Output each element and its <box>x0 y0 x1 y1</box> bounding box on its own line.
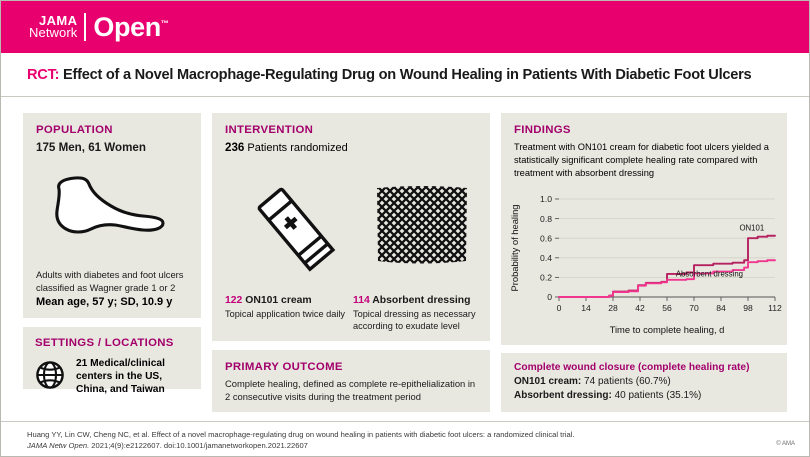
primary-outcome-panel: PRIMARY OUTCOME Complete healing, define… <box>212 350 490 412</box>
logo-jama-text: JAMA <box>38 13 78 29</box>
population-counts: 175 Men, 61 Women <box>36 141 146 154</box>
findings-panel: FINDINGS Treatment with ON101 cream for … <box>501 113 787 345</box>
page-title: RCT: Effect of a Novel Macrophage-Regula… <box>27 66 752 83</box>
logo-divider <box>84 13 87 41</box>
results-panel: Complete wound closure (complete healing… <box>501 353 787 412</box>
arm-name: Absorbent dressing <box>372 294 471 306</box>
svg-text:0: 0 <box>547 292 552 302</box>
settings-locations-panel: SETTINGS / LOCATIONS 21 Medical/clinical… <box>23 327 201 395</box>
settings-heading: SETTINGS / LOCATIONS <box>35 337 174 349</box>
arm-name: ON101 cream <box>245 294 312 306</box>
brand-header: JAMA Network Open™ <box>1 1 809 53</box>
findings-header-block: FINDINGS Treatment with ON101 cream for … <box>501 113 787 180</box>
population-description: Adults with diabetes and foot ulcers cla… <box>36 269 184 293</box>
population-header-block: POPULATION 175 Men, 61 Women <box>23 113 201 154</box>
randomized-count: 236 <box>225 141 245 154</box>
population-panel: POPULATION 175 Men, 61 Women Adults with… <box>23 113 201 318</box>
population-details: Adults with diabetes and foot ulcers cla… <box>36 269 201 308</box>
arm-count: 114 <box>353 294 370 306</box>
intervention-arm: 114 Absorbent dressing Topical dressing … <box>353 295 481 332</box>
jama-network-open-logo: JAMA Network Open™ <box>29 11 169 42</box>
citation-line-1: Huang YY, Lin CW, Cheng NC, et al. Effec… <box>27 430 575 439</box>
settings-text: 21 Medical/clinical centers in the US, C… <box>76 358 165 395</box>
intervention-header-block: INTERVENTION 236 Patients randomized <box>212 113 490 154</box>
svg-text:98: 98 <box>743 303 753 313</box>
intervention-arm: 122 ON101 cream Topical application twic… <box>225 295 353 332</box>
trademark-icon: ™ <box>160 18 169 28</box>
randomized-label: Patients randomized <box>247 142 348 154</box>
svg-text:Time to complete healing, d: Time to complete healing, d <box>610 324 725 335</box>
findings-heading: FINDINGS <box>514 124 571 136</box>
foot-icon <box>49 175 177 242</box>
svg-text:Probability of healing: Probability of healing <box>509 204 520 291</box>
citation: Huang YY, Lin CW, Cheng NC, et al. Effec… <box>27 429 575 452</box>
logo-wordmark-left: JAMA Network <box>29 13 84 40</box>
settings-content-row: 21 Medical/clinical centers in the US, C… <box>23 349 201 397</box>
svg-text:0.6: 0.6 <box>540 233 552 243</box>
svg-text:14: 14 <box>581 303 591 313</box>
results-row-value: 40 patients (35.1%) <box>614 390 702 401</box>
results-row-value: 74 patients (60.7%) <box>584 376 671 387</box>
results-heading: Complete wound closure (complete healing… <box>514 362 750 373</box>
results-block: Complete wound closure (complete healing… <box>501 353 787 401</box>
mesh-dressing-icon <box>374 183 470 272</box>
logo-open-text: Open <box>93 11 161 42</box>
primary-outcome-text: Complete healing, defined as complete re… <box>225 378 476 402</box>
title-main: Effect of a Novel Macrophage-Regulating … <box>63 66 752 83</box>
page-title-row: RCT: Effect of a Novel Macrophage-Regula… <box>1 53 809 97</box>
arm-title: 114 Absorbent dressing <box>353 295 481 306</box>
svg-text:56: 56 <box>662 303 672 313</box>
primary-outcome-block: PRIMARY OUTCOME Complete healing, define… <box>212 350 490 404</box>
population-heading: POPULATION <box>36 124 113 136</box>
svg-text:84: 84 <box>716 303 726 313</box>
svg-text:0.4: 0.4 <box>540 253 552 263</box>
population-mean-age: Mean age, 57 y; SD, 10.9 y <box>36 296 173 308</box>
intervention-arms: 122 ON101 cream Topical application twic… <box>225 295 481 332</box>
results-row: ON101 cream: 74 patients (60.7%) <box>514 376 774 387</box>
primary-outcome-heading: PRIMARY OUTCOME <box>225 361 343 373</box>
svg-text:112: 112 <box>768 303 782 313</box>
svg-text:1.0: 1.0 <box>540 194 552 204</box>
svg-text:0: 0 <box>557 303 562 313</box>
copyright-notice: © AMA <box>776 441 795 447</box>
results-row: Absorbent dressing: 40 patients (35.1%) <box>514 390 774 401</box>
svg-text:0.8: 0.8 <box>540 214 552 224</box>
results-row-label: ON101 cream: <box>514 376 582 387</box>
results-row-label: Absorbent dressing: <box>514 390 612 401</box>
arm-caption: Topical application twice daily <box>225 308 346 319</box>
citation-journal: JAMA Netw Open. <box>27 441 90 451</box>
arm-title: 122 ON101 cream <box>225 295 353 306</box>
logo-open-wrap: Open™ <box>86 11 169 42</box>
svg-text:0.2: 0.2 <box>540 273 552 283</box>
intervention-panel: INTERVENTION 236 Patients randomized <box>212 113 490 341</box>
svg-text:42: 42 <box>635 303 645 313</box>
svg-text:70: 70 <box>689 303 699 313</box>
logo-network-text: Network <box>29 25 78 40</box>
citation-detail: 2021;4(9):e2122607. doi:10.1001/jamanetw… <box>89 441 308 451</box>
settings-header-block: SETTINGS / LOCATIONS <box>23 327 201 349</box>
intervention-randomized: 236 Patients randomized <box>225 141 477 154</box>
title-kicker: RCT: <box>27 66 60 83</box>
intervention-heading: INTERVENTION <box>225 124 314 136</box>
cream-tube-icon <box>250 179 346 280</box>
svg-text:ON101: ON101 <box>739 223 764 232</box>
svg-text:Absorbent dressing: Absorbent dressing <box>676 269 743 278</box>
findings-text: Treatment with ON101 cream for diabetic … <box>514 142 769 179</box>
globe-icon <box>35 360 65 395</box>
arm-caption: Topical dressing as necessary according … <box>353 308 476 331</box>
svg-text:28: 28 <box>608 303 618 313</box>
citation-line-2: JAMA Netw Open. 2021;4(9):e2122607. doi:… <box>27 440 575 451</box>
footer: Huang YY, Lin CW, Cheng NC, et al. Effec… <box>1 421 809 457</box>
arm-count: 122 <box>225 294 243 306</box>
